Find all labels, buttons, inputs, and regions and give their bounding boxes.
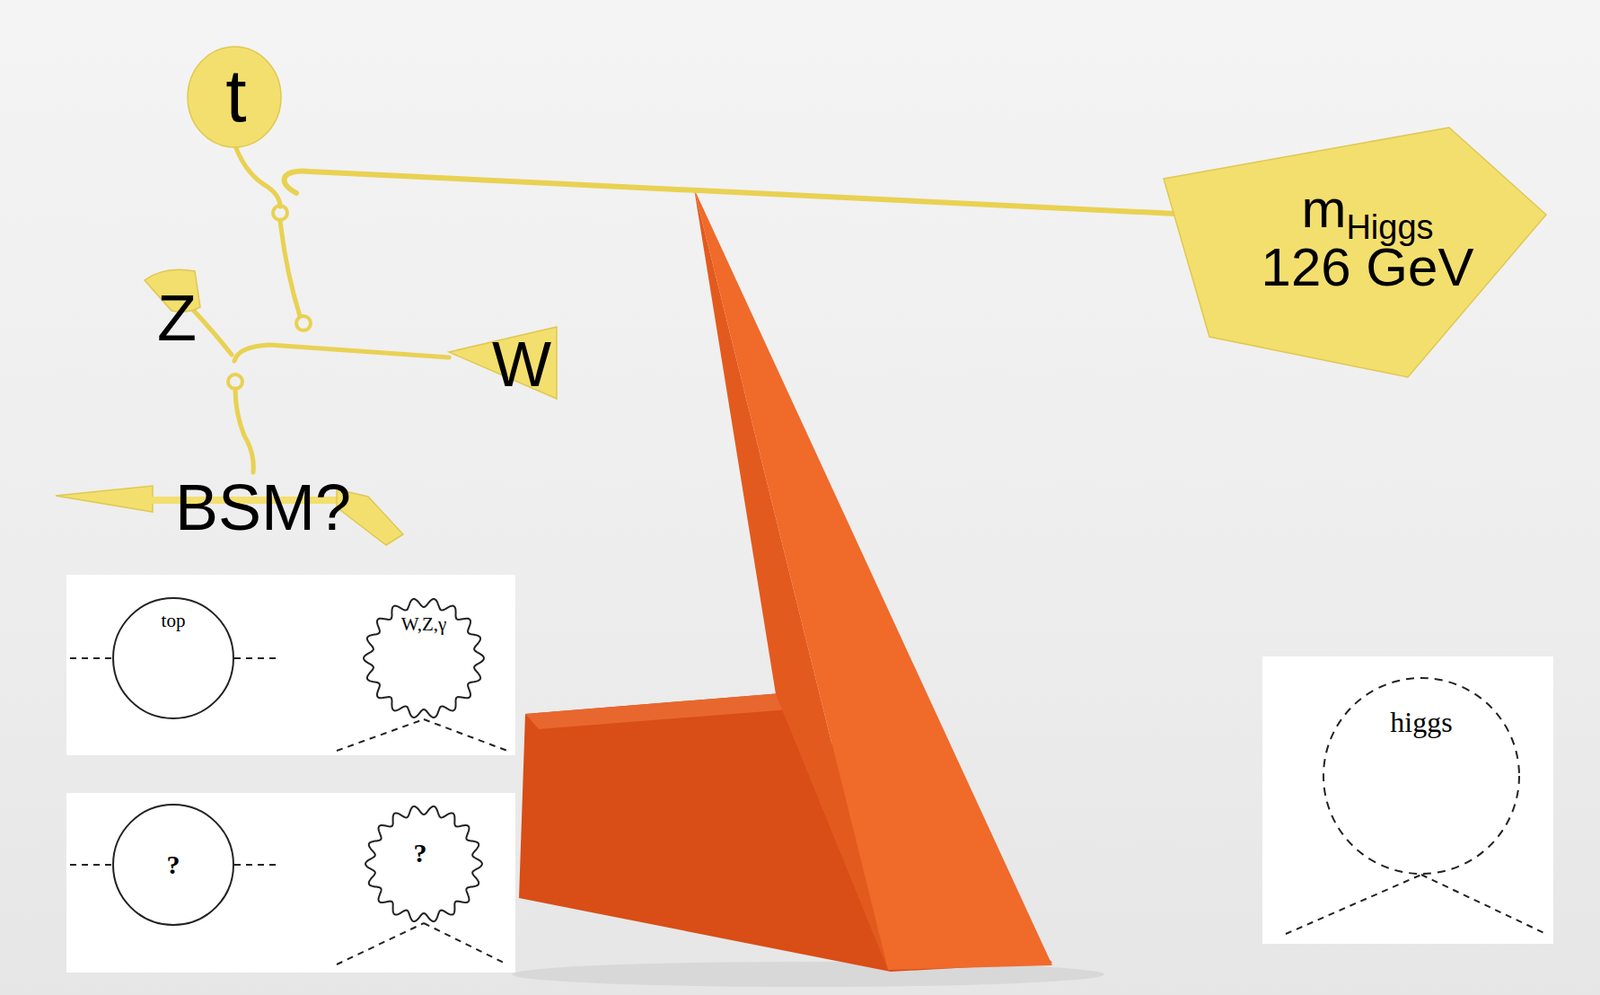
stand-fin-front: [694, 188, 1053, 970]
dashed-loop: [1323, 677, 1520, 874]
shape-label: higgs: [1389, 707, 1452, 737]
gauge-loop: W,Z,γ: [362, 597, 485, 720]
shape-label: top: [161, 611, 186, 631]
loop-circle: [113, 597, 234, 719]
bsm-plate: BSM?: [49, 480, 409, 553]
z-boson-plate: Z: [139, 267, 220, 355]
triangle-plate: [448, 326, 557, 399]
label-line: mHiggs: [1301, 182, 1433, 237]
w-boson-plate: W: [444, 323, 562, 403]
top-quark-plate: t: [184, 44, 285, 151]
unknown-gauge-loop: ?: [364, 804, 484, 924]
fermion-loop: top: [112, 597, 235, 720]
shape-label: W,Z,γ: [401, 615, 448, 634]
loop-circle: [113, 804, 234, 925]
inset-panel: [1262, 656, 1554, 944]
disc-plate: [187, 46, 282, 148]
unknown-fermion-loop: ?: [112, 803, 235, 926]
scalar-legs: [70, 658, 1547, 965]
wavy-loop: [365, 806, 483, 922]
mobile-wire: [193, 148, 1177, 473]
mass-symbol: m: [1301, 178, 1346, 239]
stand-base-edge: [525, 693, 791, 730]
higgs-loop: higgs: [1322, 676, 1521, 875]
shape-outline: [1322, 676, 1521, 875]
shape-label: ?: [167, 851, 181, 879]
inset-panel: [66, 792, 516, 973]
shape-label: Z: [157, 285, 197, 351]
higgs-mass-plate: mHiggs126 GeV: [1163, 127, 1547, 378]
shape-label: 126 GeV: [1261, 240, 1475, 295]
shape-label: ?: [413, 839, 428, 867]
shape-label: BSM?: [175, 474, 352, 540]
shape-label: W: [492, 333, 552, 396]
shape-label: t: [225, 57, 247, 133]
pentagon-plate: [1163, 127, 1547, 378]
wavy-loop: [363, 598, 484, 718]
inset-panel: [66, 574, 516, 756]
arrow-plate: [55, 485, 153, 512]
